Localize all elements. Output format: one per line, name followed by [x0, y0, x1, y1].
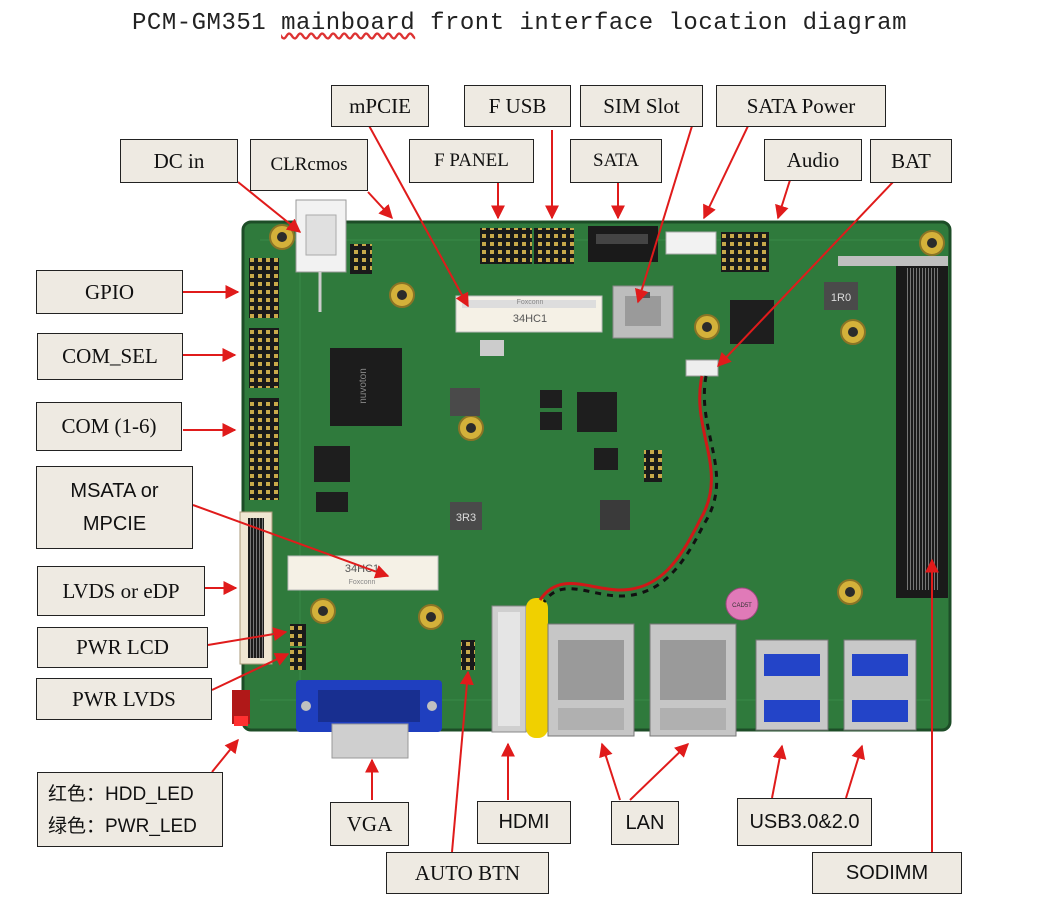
- label-gpio: GPIO: [36, 270, 183, 314]
- sodimm-slot: [838, 256, 948, 598]
- svg-text:CAD5T: CAD5T: [732, 603, 752, 609]
- pwr-lcd-jumper: [290, 624, 306, 646]
- inductor: [450, 388, 480, 416]
- clrcmos-header: [350, 244, 372, 274]
- slot-mark-2: 34HC1: [345, 563, 379, 575]
- label-pwr-lvds: PWR LVDS: [36, 678, 212, 720]
- chip-brand: nuvoton: [358, 368, 369, 404]
- rtc-battery: [526, 598, 548, 738]
- status-leds: [232, 690, 250, 726]
- label-msata-line1: MSATA or: [70, 479, 159, 502]
- pwr-lvds-jumper: [290, 648, 306, 670]
- label-bat: BAT: [870, 139, 952, 183]
- inductor-3r3: 3R3: [450, 502, 482, 530]
- sim-slot: [612, 285, 674, 339]
- label-vga: VGA: [330, 802, 409, 846]
- label-lan: LAN: [611, 801, 679, 845]
- com-header: [249, 398, 279, 500]
- label-auto-btn: AUTO BTN: [386, 852, 549, 894]
- slot-brand-2: Foxconn: [349, 579, 376, 586]
- lvds-connector: [239, 511, 273, 665]
- inductor-1r0: 1R0: [824, 282, 858, 310]
- label-sodimm: SODIMM: [812, 852, 962, 894]
- f-usb-header: [534, 228, 574, 264]
- lan-port-1: [547, 623, 635, 737]
- super-io-chip: nuvoton: [330, 348, 402, 426]
- label-msata-line2: MPCIE: [82, 512, 147, 535]
- label-msata-mpcie: MSATA or MPCIE: [36, 466, 193, 549]
- dc-in-connector: [295, 199, 347, 312]
- label-lvds-edp: LVDS or eDP: [37, 566, 205, 616]
- slot-mark-1: 34HC1: [513, 313, 547, 325]
- page-title: PCM-GM351 mainboard front interface loca…: [132, 10, 907, 37]
- slot-brand-1: Foxconn: [517, 299, 544, 306]
- auto-btn-jumper: [461, 640, 475, 670]
- usb-port-2: [843, 639, 917, 731]
- label-sata-power: SATA Power: [716, 85, 886, 127]
- msata-slot: 34HC1 Foxconn: [287, 555, 439, 591]
- usb-port-1: [755, 639, 829, 731]
- lan-port-2: [649, 623, 737, 737]
- label-usb: USB3.0&2.0: [737, 798, 872, 846]
- pointer-arrows: [183, 121, 939, 853]
- f-panel-header: [480, 228, 532, 264]
- audio-header: [721, 232, 769, 272]
- label-sata: SATA: [570, 139, 662, 183]
- label-com-sel: COM_SEL: [37, 333, 183, 380]
- svg-text:3R3: 3R3: [456, 512, 476, 524]
- capacitor: CAD5T: [725, 587, 759, 621]
- com-sel-header: [249, 328, 279, 388]
- label-led-legend: 红色：HDD_LED 绿色：PWR_LED: [37, 772, 223, 847]
- label-pwr-lcd: PWR LCD: [37, 627, 208, 668]
- sata-connector: [588, 226, 658, 262]
- hdmi-port: [491, 605, 527, 733]
- svg-text:1R0: 1R0: [831, 292, 851, 304]
- sata-power-connector: [665, 231, 717, 255]
- label-dc-in: DC in: [120, 139, 238, 183]
- mpcie-slot: 34HC1 Foxconn: [455, 295, 603, 333]
- label-f-usb: F USB: [464, 85, 571, 127]
- battery-cable: [538, 375, 719, 603]
- label-audio: Audio: [764, 139, 862, 181]
- label-com: COM (1-6): [36, 402, 182, 451]
- label-led-line1: 红色：HDD_LED: [48, 784, 194, 805]
- label-clrcmos: CLRcmos: [250, 139, 368, 191]
- label-f-panel: F PANEL: [409, 139, 534, 183]
- label-led-line2: 绿色：PWR_LED: [48, 815, 197, 837]
- label-mpcie: mPCIE: [331, 85, 429, 127]
- gpio-header: [249, 258, 279, 318]
- label-hdmi: HDMI: [477, 801, 571, 844]
- misc-chips: [314, 300, 774, 530]
- label-sim-slot: SIM Slot: [580, 85, 703, 127]
- vga-port: [296, 680, 442, 759]
- bat-connector: [685, 359, 719, 377]
